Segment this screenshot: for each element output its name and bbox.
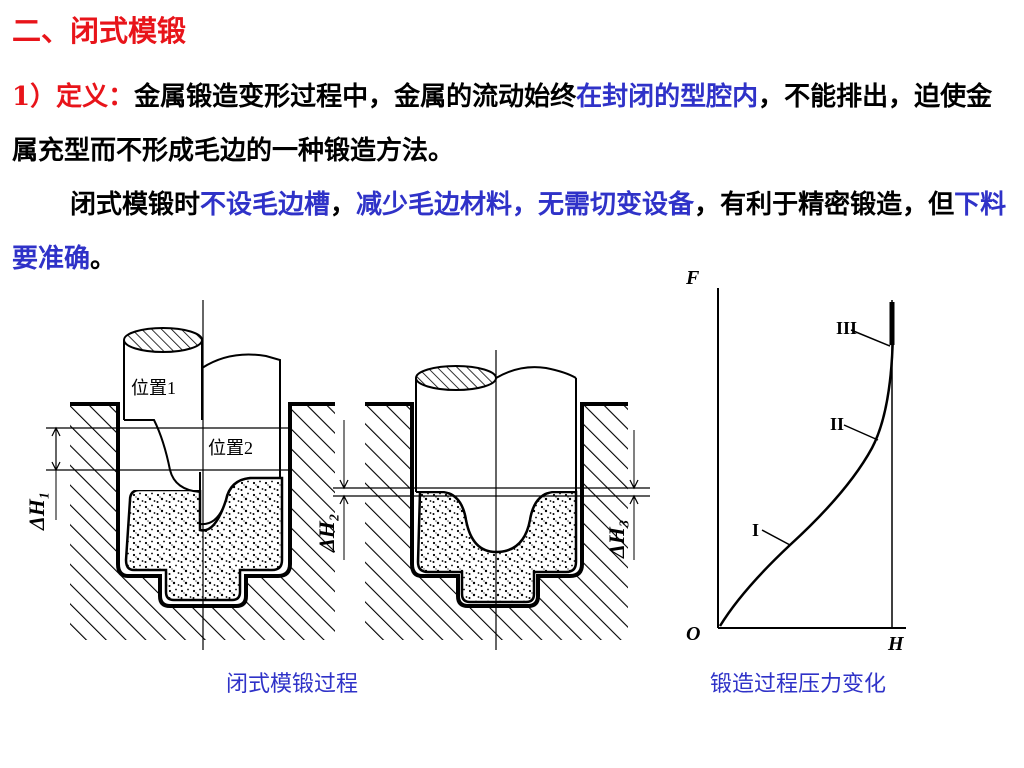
section-title: 二、闭式模锻: [12, 14, 187, 48]
caption-pressure-change: 锻造过程压力变化: [710, 672, 887, 697]
adv-text-2: ，: [330, 190, 357, 220]
label-position-1: 位置1: [131, 378, 176, 398]
middle-die: [333, 350, 650, 650]
label-delta-h1: ΔH₁: [24, 491, 49, 531]
label-delta-h2: ΔH₂: [314, 513, 339, 553]
label-position-2: 位置2: [208, 438, 253, 458]
caption-forging-process: 闭式模锻过程: [226, 672, 359, 697]
stage-label-3: III: [836, 318, 857, 338]
left-die: [46, 300, 335, 650]
adv-text-1: 闭式模锻时: [70, 190, 201, 220]
adv-text-3: ，有利于精密锻造，但: [694, 190, 955, 220]
adv-text-4: 。: [90, 244, 117, 274]
definition-text-1: 金属锻造变形过程中，金属的流动始终: [134, 82, 577, 112]
axis-label-h: H: [887, 633, 905, 655]
forging-figure: 位置1 位置2 ΔH₁ ΔH₂ ΔH₃: [24, 267, 906, 655]
stage-label-2: II: [830, 414, 844, 434]
advantages-paragraph: 闭式模锻时不设毛边槽，减少毛边材料，无需切变设备，有利于精密锻造，但下料要准确。: [12, 178, 1016, 286]
label-delta-h3: ΔH₃: [604, 519, 629, 559]
adv-highlight-3: 下料要准确: [12, 190, 1007, 274]
definition-paragraph: 1）定义：金属锻造变形过程中，金属的流动始终在封闭的型腔内，不能排出，迫使金属充…: [12, 70, 1016, 178]
origin-label: O: [686, 623, 700, 645]
definition-highlight: 在封闭的型腔内: [576, 82, 759, 112]
stage-label-1: I: [752, 520, 759, 540]
force-curve: [718, 302, 895, 627]
axis-label-f: F: [685, 267, 700, 289]
definition-label: 1）定义：: [12, 82, 135, 112]
adv-highlight-2: 减少毛边材料，无需切变设备: [356, 190, 695, 220]
definition-text-2: ，不能排出，迫使金属充型而不形成毛边的一种锻造方法。: [12, 82, 993, 166]
adv-highlight-1: 不设毛边槽: [200, 190, 331, 220]
force-curve-plot: [717, 288, 906, 629]
